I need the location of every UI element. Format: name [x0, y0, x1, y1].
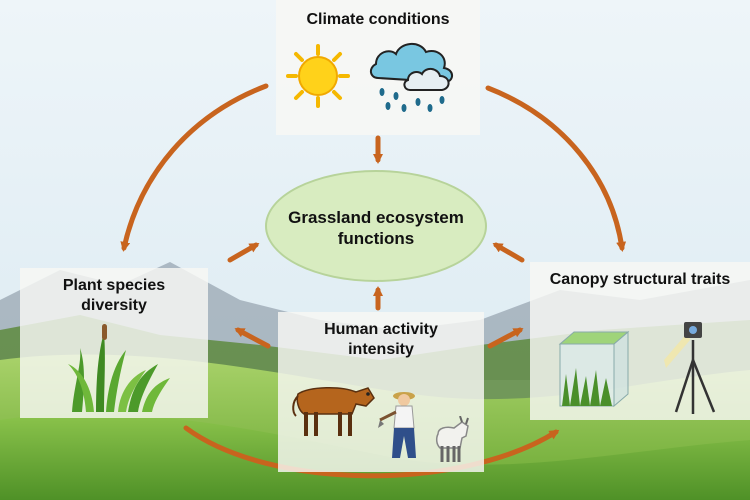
node-plant-species-diversity: Plant species diversity — [20, 268, 208, 418]
grass-plants-icon — [68, 324, 170, 412]
farmer-icon — [378, 392, 416, 458]
arrow-plant-to-canopy — [183, 425, 560, 479]
arrow-climate-to-canopy — [485, 85, 627, 252]
node-label-climate: Climate conditions — [306, 11, 450, 28]
node-grassland-ecosystem-functions: Grassland ecosystem functions — [265, 170, 487, 282]
node-label-center: Grassland ecosystem functions — [288, 208, 464, 248]
vegetation-cube-icon — [558, 330, 630, 408]
node-label-plant: Plant species diversity — [62, 277, 166, 314]
node-label-human: Human activity intensity — [324, 321, 438, 358]
cycle-arrows — [120, 83, 627, 479]
node-human-activity-intensity: Human activity intensity — [278, 312, 484, 472]
cow-icon — [292, 387, 375, 436]
arrow-canopy-to-center — [492, 242, 525, 263]
node-label-canopy: Canopy structural traits — [549, 271, 731, 288]
lidar-scanner-tripod-icon — [664, 322, 716, 414]
goat-icon — [435, 416, 469, 462]
rain-cloud-icon — [370, 43, 453, 112]
arrow-human-to-plant — [234, 327, 271, 349]
node-canopy-structural-traits: Canopy structural traits — [530, 262, 750, 420]
node-climate-conditions: Climate conditions — [276, 0, 480, 135]
sun-icon — [286, 44, 350, 108]
arrow-climate-to-plant — [120, 83, 269, 252]
arrow-human-to-canopy — [487, 327, 524, 349]
arrow-plant-to-center — [227, 242, 260, 263]
